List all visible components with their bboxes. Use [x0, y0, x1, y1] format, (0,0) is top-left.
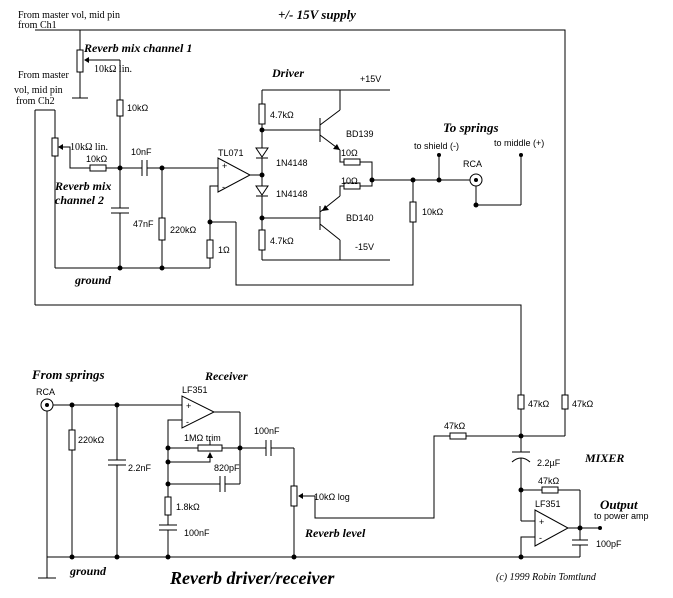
rca-in-label: RCA	[36, 387, 55, 397]
to-springs-label: To springs	[443, 120, 499, 135]
c-100n-top-label: 100nF	[254, 426, 280, 436]
to-power-amp-label: to power amp	[594, 511, 649, 521]
ch2-source-label-1: From master	[18, 70, 69, 81]
opamp-mix-label: LF351	[535, 499, 561, 509]
driver-opamp-plus: +	[222, 161, 227, 171]
ch1-source-label-2: from Ch1	[18, 20, 57, 31]
r-1k8-label: 1.8kΩ	[176, 502, 200, 512]
ch1-input	[50, 29, 124, 168]
r-47k-v1-label: 47kΩ	[528, 399, 550, 409]
receiver-opamp-minus: -	[186, 417, 189, 427]
trim-label: 1MΩ trim	[184, 433, 221, 443]
mix-ch1-label: Reverb mix channel 1	[83, 41, 192, 55]
r-47k-fb-label: 47kΩ	[538, 476, 560, 486]
output-stage	[255, 89, 470, 261]
pot-level-label: 10kΩ log	[314, 492, 350, 502]
q1-label: BD139	[346, 129, 374, 139]
receiver-opamp	[159, 395, 294, 557]
ch2-input	[35, 109, 140, 268]
r-220k-bot-label: 220kΩ	[78, 435, 105, 445]
q2-label: BD140	[346, 213, 374, 223]
c-2n2-label: 2.2nF	[128, 463, 152, 473]
ch2-source-label-2: vol, mid pin	[14, 85, 63, 96]
diagram-title: Reverb driver/receiver	[169, 568, 335, 588]
pot1-label: 10kΩ lin.	[94, 64, 132, 75]
plus15-label: +15V	[360, 74, 381, 84]
c-100p-label: 100pF	[596, 539, 622, 549]
copyright-label: (c) 1999 Robin Tomtlund	[496, 572, 597, 583]
receiver-input	[38, 398, 175, 579]
opamp-drv-label: TL071	[218, 148, 244, 158]
output-label: Output	[600, 497, 638, 512]
mix-ch2-label-2: channel 2	[55, 193, 104, 207]
mixer	[511, 394, 602, 557]
ground-bus-top	[55, 265, 210, 271]
driver-label: Driver	[271, 66, 304, 80]
ch2-to-mixer-wire	[35, 304, 522, 395]
r-10-top-label: 10Ω	[341, 148, 358, 158]
driver-output	[409, 153, 523, 223]
c-47n-label: 47nF	[133, 219, 154, 229]
mixer-opamp-plus: +	[539, 517, 544, 527]
ground-top-label: ground	[74, 273, 112, 287]
supply-wire	[35, 29, 566, 436]
d1-label: 1N4148	[276, 158, 308, 168]
ch1-source-label-1: From master vol, mid pin	[18, 10, 120, 21]
c-10n-label: 10nF	[131, 147, 152, 157]
r-1-label: 1Ω	[218, 245, 230, 255]
receiver-label: Receiver	[204, 369, 248, 383]
r-10k-out-label: 10kΩ	[422, 207, 444, 217]
rca-out-label: RCA	[463, 159, 482, 169]
mixer-label: MIXER	[584, 451, 624, 465]
ch2-source-label-3: from Ch2	[16, 96, 55, 107]
r-10-bot-label: 10Ω	[341, 176, 358, 186]
r-10k-mid-label: 10kΩ	[86, 154, 108, 164]
mix-ch2-label-1: Reverb mix	[54, 179, 111, 193]
d2-label: 1N4148	[276, 189, 308, 199]
pot2-label: 10kΩ lin.	[70, 142, 108, 153]
r-10k-top-label: 10kΩ	[127, 103, 149, 113]
c-100n-bot-label: 100nF	[184, 528, 210, 538]
opamp-rx-label: LF351	[182, 385, 208, 395]
r-220k-top-label: 220kΩ	[170, 225, 197, 235]
r-47k-v2-label: 47kΩ	[572, 399, 594, 409]
from-springs-label: From springs	[31, 367, 105, 382]
supply-label: +/- 15V supply	[278, 7, 356, 22]
mixer-opamp-minus: -	[539, 533, 542, 543]
feedback-wire	[235, 222, 414, 286]
receiver-opamp-plus: +	[186, 401, 191, 411]
minus15-label: -15V	[355, 242, 374, 252]
r-4k7-bot-label: 4.7kΩ	[270, 236, 294, 246]
to-shield-label: to shield (-)	[414, 141, 459, 151]
reverb-level-pot	[290, 432, 521, 557]
driver-opamp-minus: -	[222, 182, 225, 192]
c-820p-label: 820pF	[214, 463, 240, 473]
mix-node	[111, 160, 218, 268]
to-middle-label: to middle (+)	[494, 138, 544, 148]
driver-opamp	[206, 157, 262, 268]
r-4k7-top-label: 4.7kΩ	[270, 110, 294, 120]
r-47k-mix-label: 47kΩ	[444, 421, 466, 431]
c-2u2-label: 2.2µF	[537, 458, 561, 468]
ground-bus-bottom	[47, 554, 580, 560]
ground-bottom-label: ground	[69, 564, 107, 578]
reverb-level-label: Reverb level	[304, 526, 366, 540]
